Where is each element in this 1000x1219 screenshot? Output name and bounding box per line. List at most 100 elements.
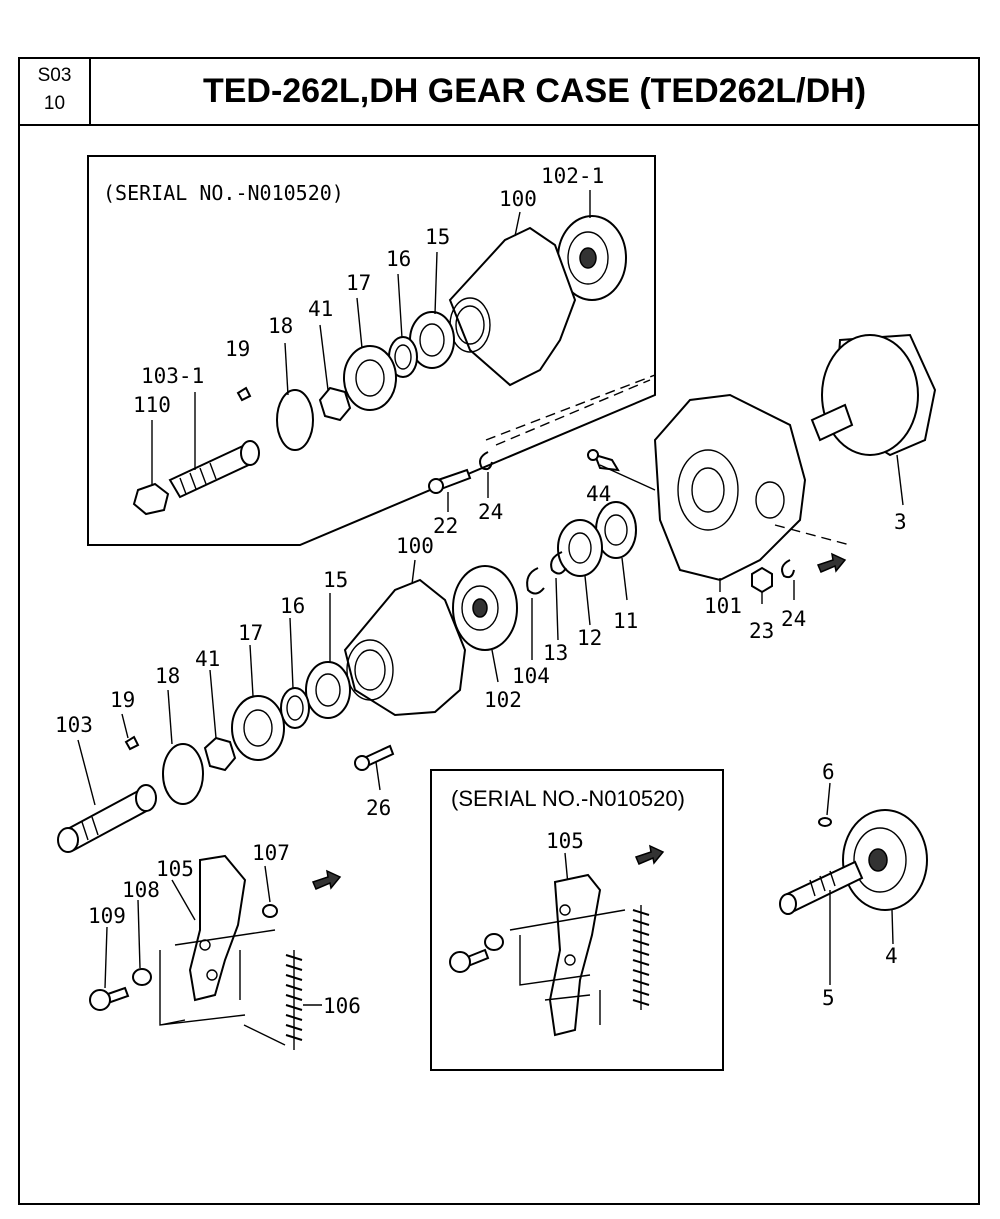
axis-upper <box>495 379 651 446</box>
label-23: 23 <box>749 619 774 643</box>
label-4: 4 <box>885 944 898 968</box>
pin-19-main-drawing <box>124 735 140 751</box>
label-6: 6 <box>822 760 835 784</box>
label-41-upper: 41 <box>308 297 333 321</box>
washer-41-upper-drawing <box>318 386 352 422</box>
leader-19-main <box>121 713 129 739</box>
washer-107-drawing <box>262 904 278 918</box>
label-15-upper: 15 <box>425 225 450 249</box>
label-13: 13 <box>543 641 568 665</box>
label-11: 11 <box>613 609 638 633</box>
label-103-1: 103-1 <box>141 364 204 388</box>
lever-105-inset-drawing <box>548 873 602 1037</box>
bearing-17-upper-drawing <box>343 345 397 411</box>
label-24-main: 24 <box>781 607 806 631</box>
label-18-upper: 18 <box>268 314 293 338</box>
section-code-line1: S03 <box>37 65 72 86</box>
leader-4 <box>891 909 894 945</box>
label-106: 106 <box>323 994 361 1018</box>
section-code: S03 10 <box>20 59 91 124</box>
label-17-main: 17 <box>238 621 263 645</box>
key-6-drawing <box>818 817 832 827</box>
grease-nipple-44-drawing <box>587 449 620 472</box>
label-103: 103 <box>55 713 93 737</box>
label-109: 109 <box>88 904 126 928</box>
label-26: 26 <box>366 796 391 820</box>
lever-105-drawing <box>188 854 247 1002</box>
label-16-upper: 16 <box>386 247 411 271</box>
upper-inset-frame <box>87 155 656 546</box>
label-17-upper: 17 <box>346 271 371 295</box>
label-101: 101 <box>704 594 742 618</box>
leader-16-upper <box>397 273 403 339</box>
label-5: 5 <box>822 986 835 1010</box>
washer-108-drawing <box>132 968 152 986</box>
ring-16-main-drawing <box>280 687 310 729</box>
label-22: 22 <box>433 514 458 538</box>
title-block: S03 10 TED-262L,DH GEAR CASE (TED262L/DH… <box>20 59 978 126</box>
leader-107 <box>264 865 271 903</box>
cover-100-main-drawing <box>343 578 467 717</box>
bracket-lines-inset <box>509 909 626 1025</box>
label-12: 12 <box>577 626 602 650</box>
label-15-main: 15 <box>323 568 348 592</box>
gear-102-drawing <box>452 565 518 651</box>
clutch-drum-3-drawing <box>810 333 937 457</box>
screw-22-drawing <box>428 468 472 494</box>
washer-inset-drawing <box>484 933 504 951</box>
leader-105-lower <box>171 879 196 921</box>
leader-6 <box>826 782 831 816</box>
shaft-103-drawing <box>57 784 157 853</box>
label-19-main: 19 <box>110 688 135 712</box>
section-code-line2: 10 <box>43 93 66 114</box>
label-44: 44 <box>586 482 611 506</box>
pin-19-upper-drawing <box>236 386 252 402</box>
arrow-indicator-lower <box>311 869 342 890</box>
leader-44-line <box>599 464 656 491</box>
label-41-main: 41 <box>195 647 220 671</box>
axis-main-upper <box>485 374 656 441</box>
leader-17-main <box>249 644 254 697</box>
washer-41-main-drawing <box>203 736 237 772</box>
leader-103 <box>77 739 96 806</box>
label-104: 104 <box>512 664 550 688</box>
lever-inset-frame <box>430 769 724 1071</box>
bolt-inset-drawing <box>449 948 490 973</box>
label-110: 110 <box>133 393 171 417</box>
leader-109 <box>104 926 108 989</box>
leader-16-main <box>289 617 294 689</box>
lever-inset-serial: (SERIAL NO.-N010520) <box>451 786 685 811</box>
cover-100-upper-drawing <box>448 226 577 387</box>
bolt-109-drawing <box>89 986 130 1011</box>
leader-108 <box>137 899 141 969</box>
label-105-inset: 105 <box>546 829 584 853</box>
label-16-main: 16 <box>280 594 305 618</box>
leader-15-upper <box>434 251 438 315</box>
leader-13 <box>555 577 559 641</box>
ring-13-drawing <box>550 551 567 575</box>
label-102: 102 <box>484 688 522 712</box>
bracket-lines-lower <box>159 929 276 1026</box>
leader-102 <box>491 649 499 683</box>
leader-41-main <box>209 669 217 739</box>
nut-23-drawing <box>751 566 773 594</box>
label-19-upper: 19 <box>225 337 250 361</box>
ring-104-drawing <box>526 567 545 595</box>
label-18-main: 18 <box>155 664 180 688</box>
bearing-17-main-drawing <box>231 695 285 761</box>
gear-4-drawing <box>842 809 928 911</box>
snap-ring-18-main-drawing <box>162 743 204 805</box>
axis-main-right <box>774 524 851 546</box>
label-100-upper: 100 <box>499 187 537 211</box>
bearing-15-main-drawing <box>305 661 351 719</box>
page-title: TED-262L,DH GEAR CASE (TED262L/DH) <box>202 72 867 110</box>
clip-24-upper-drawing <box>479 451 493 471</box>
shaft-103-1-drawing <box>168 440 260 499</box>
spring-106-drawing <box>243 950 303 1050</box>
label-3: 3 <box>894 510 907 534</box>
shaft-5-drawing <box>779 860 864 915</box>
nut-110-drawing <box>132 482 170 516</box>
gear-case-101-drawing <box>653 393 807 582</box>
leader-11 <box>621 557 628 601</box>
